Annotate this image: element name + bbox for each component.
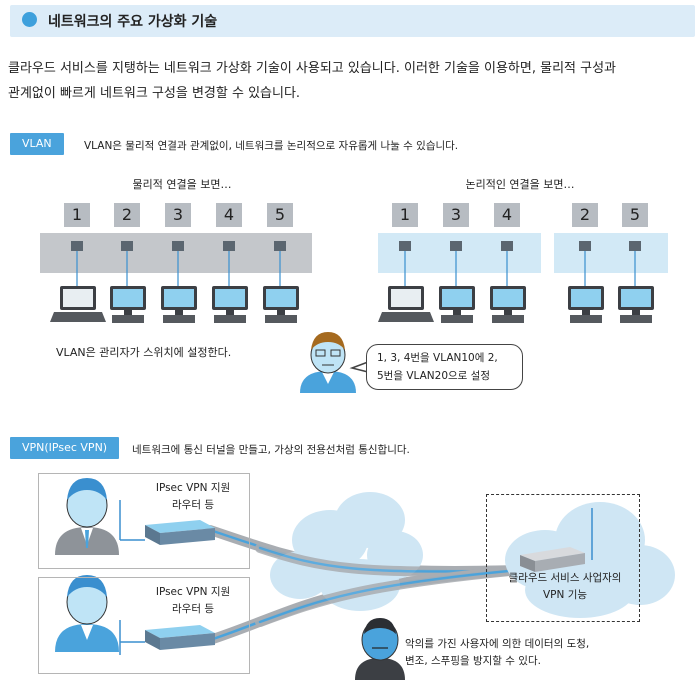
person-icon — [55, 575, 119, 652]
desktop-icon — [568, 286, 604, 323]
vlan20-switch-segment — [554, 233, 668, 273]
desktop-icon — [618, 286, 654, 323]
desktop-icon — [263, 286, 299, 323]
router-label-b: IPsec VPN 지원 라우터 등 — [138, 584, 248, 618]
provider-box — [486, 494, 640, 622]
person-icon — [355, 618, 405, 680]
switch-port — [172, 241, 184, 251]
router-label-line: 라우터 등 — [172, 603, 214, 615]
switch-port — [121, 241, 133, 251]
provider-label-line: 클라우드 서비스 사업자의 — [508, 572, 622, 584]
admin-note: VLAN은 관리자가 스위치에 설정한다. — [56, 346, 232, 359]
logical-caption: 논리적인 연결을 보면… — [465, 178, 575, 191]
router-icon — [145, 520, 215, 545]
router-label-line: IPsec VPN 지원 — [155, 586, 231, 598]
intro-line-2: 관계없이 빠르게 네트워크 구성을 변경할 수 있습니다. — [8, 86, 301, 101]
desktop-icon — [212, 286, 248, 323]
desktop-icon — [439, 286, 475, 323]
vlan-tag: VLAN — [10, 133, 64, 155]
router-icon — [520, 508, 593, 572]
bubble-line-2: 5번을 VLAN20으로 설정 — [377, 370, 490, 382]
port-number: 3 — [443, 203, 469, 227]
admin-person-icon — [300, 332, 356, 393]
router-icon — [145, 625, 215, 650]
laptop-icon — [378, 286, 434, 322]
switch-port — [579, 241, 591, 251]
desktop-icon — [110, 286, 146, 323]
security-note-line: 악의를 가진 사용자에 의한 데이터의 도청, — [405, 638, 590, 650]
desktop-icon — [490, 286, 526, 323]
router-label-a: IPsec VPN 지원 라우터 등 — [138, 480, 248, 514]
admin-speech-bubble: 1, 3, 4번을 VLAN10에 2, 5번을 VLAN20으로 설정 — [366, 344, 523, 390]
port-number: 5 — [267, 203, 293, 227]
port-number: 1 — [64, 203, 90, 227]
person-icon — [55, 478, 119, 555]
physical-caption: 물리적 연결을 보면… — [132, 178, 232, 191]
security-note-line: 변조, 스푸핑을 방지할 수 있다. — [405, 655, 541, 667]
intro-paragraph: 클라우드 서비스를 지탱하는 네트워크 가상화 기술이 사용되고 있습니다. 이… — [8, 56, 698, 106]
site-a-box — [38, 473, 250, 569]
section-title-bar — [10, 5, 695, 37]
laptop-icon — [50, 286, 106, 322]
vlan-description: VLAN은 물리적 연결과 관계없이, 네트워크를 논리적으로 자유롭게 나눌 … — [84, 140, 459, 152]
port-number: 2 — [572, 203, 598, 227]
port-number: 5 — [622, 203, 648, 227]
provider-label-line: VPN 기능 — [542, 589, 588, 601]
physical-switch — [40, 233, 312, 273]
port-number: 4 — [494, 203, 520, 227]
bubble-line-1: 1, 3, 4번을 VLAN10에 2, — [377, 352, 498, 364]
switch-port — [629, 241, 641, 251]
router-label-line: 라우터 등 — [172, 499, 214, 511]
cloud-icon — [505, 502, 675, 618]
switch-port — [501, 241, 513, 251]
router-label-line: IPsec VPN 지원 — [155, 482, 231, 494]
security-note: 악의를 가진 사용자에 의한 데이터의 도청, 변조, 스푸핑을 방지할 수 있… — [405, 636, 695, 670]
switch-port — [274, 241, 286, 251]
switch-port — [223, 241, 235, 251]
port-number: 1 — [392, 203, 418, 227]
switch-port — [71, 241, 83, 251]
provider-label: 클라우드 서비스 사업자의 VPN 기능 — [490, 570, 640, 604]
switch-port — [399, 241, 411, 251]
intro-line-1: 클라우드 서비스를 지탱하는 네트워크 가상화 기술이 사용되고 있습니다. 이… — [8, 61, 617, 76]
vpn-description: 네트워크에 통신 터널을 만들고, 가상의 전용선처럼 통신합니다. — [132, 444, 410, 456]
port-number: 2 — [114, 203, 140, 227]
switch-port — [450, 241, 462, 251]
port-number: 3 — [165, 203, 191, 227]
page-title: 네트워크의 주요 가상화 기술 — [48, 14, 218, 30]
title-bullet-icon — [22, 12, 37, 27]
site-b-box — [38, 577, 250, 674]
vpn-tag: VPN(IPsec VPN) — [10, 437, 120, 459]
port-number: 4 — [216, 203, 242, 227]
desktop-icon — [161, 286, 197, 323]
